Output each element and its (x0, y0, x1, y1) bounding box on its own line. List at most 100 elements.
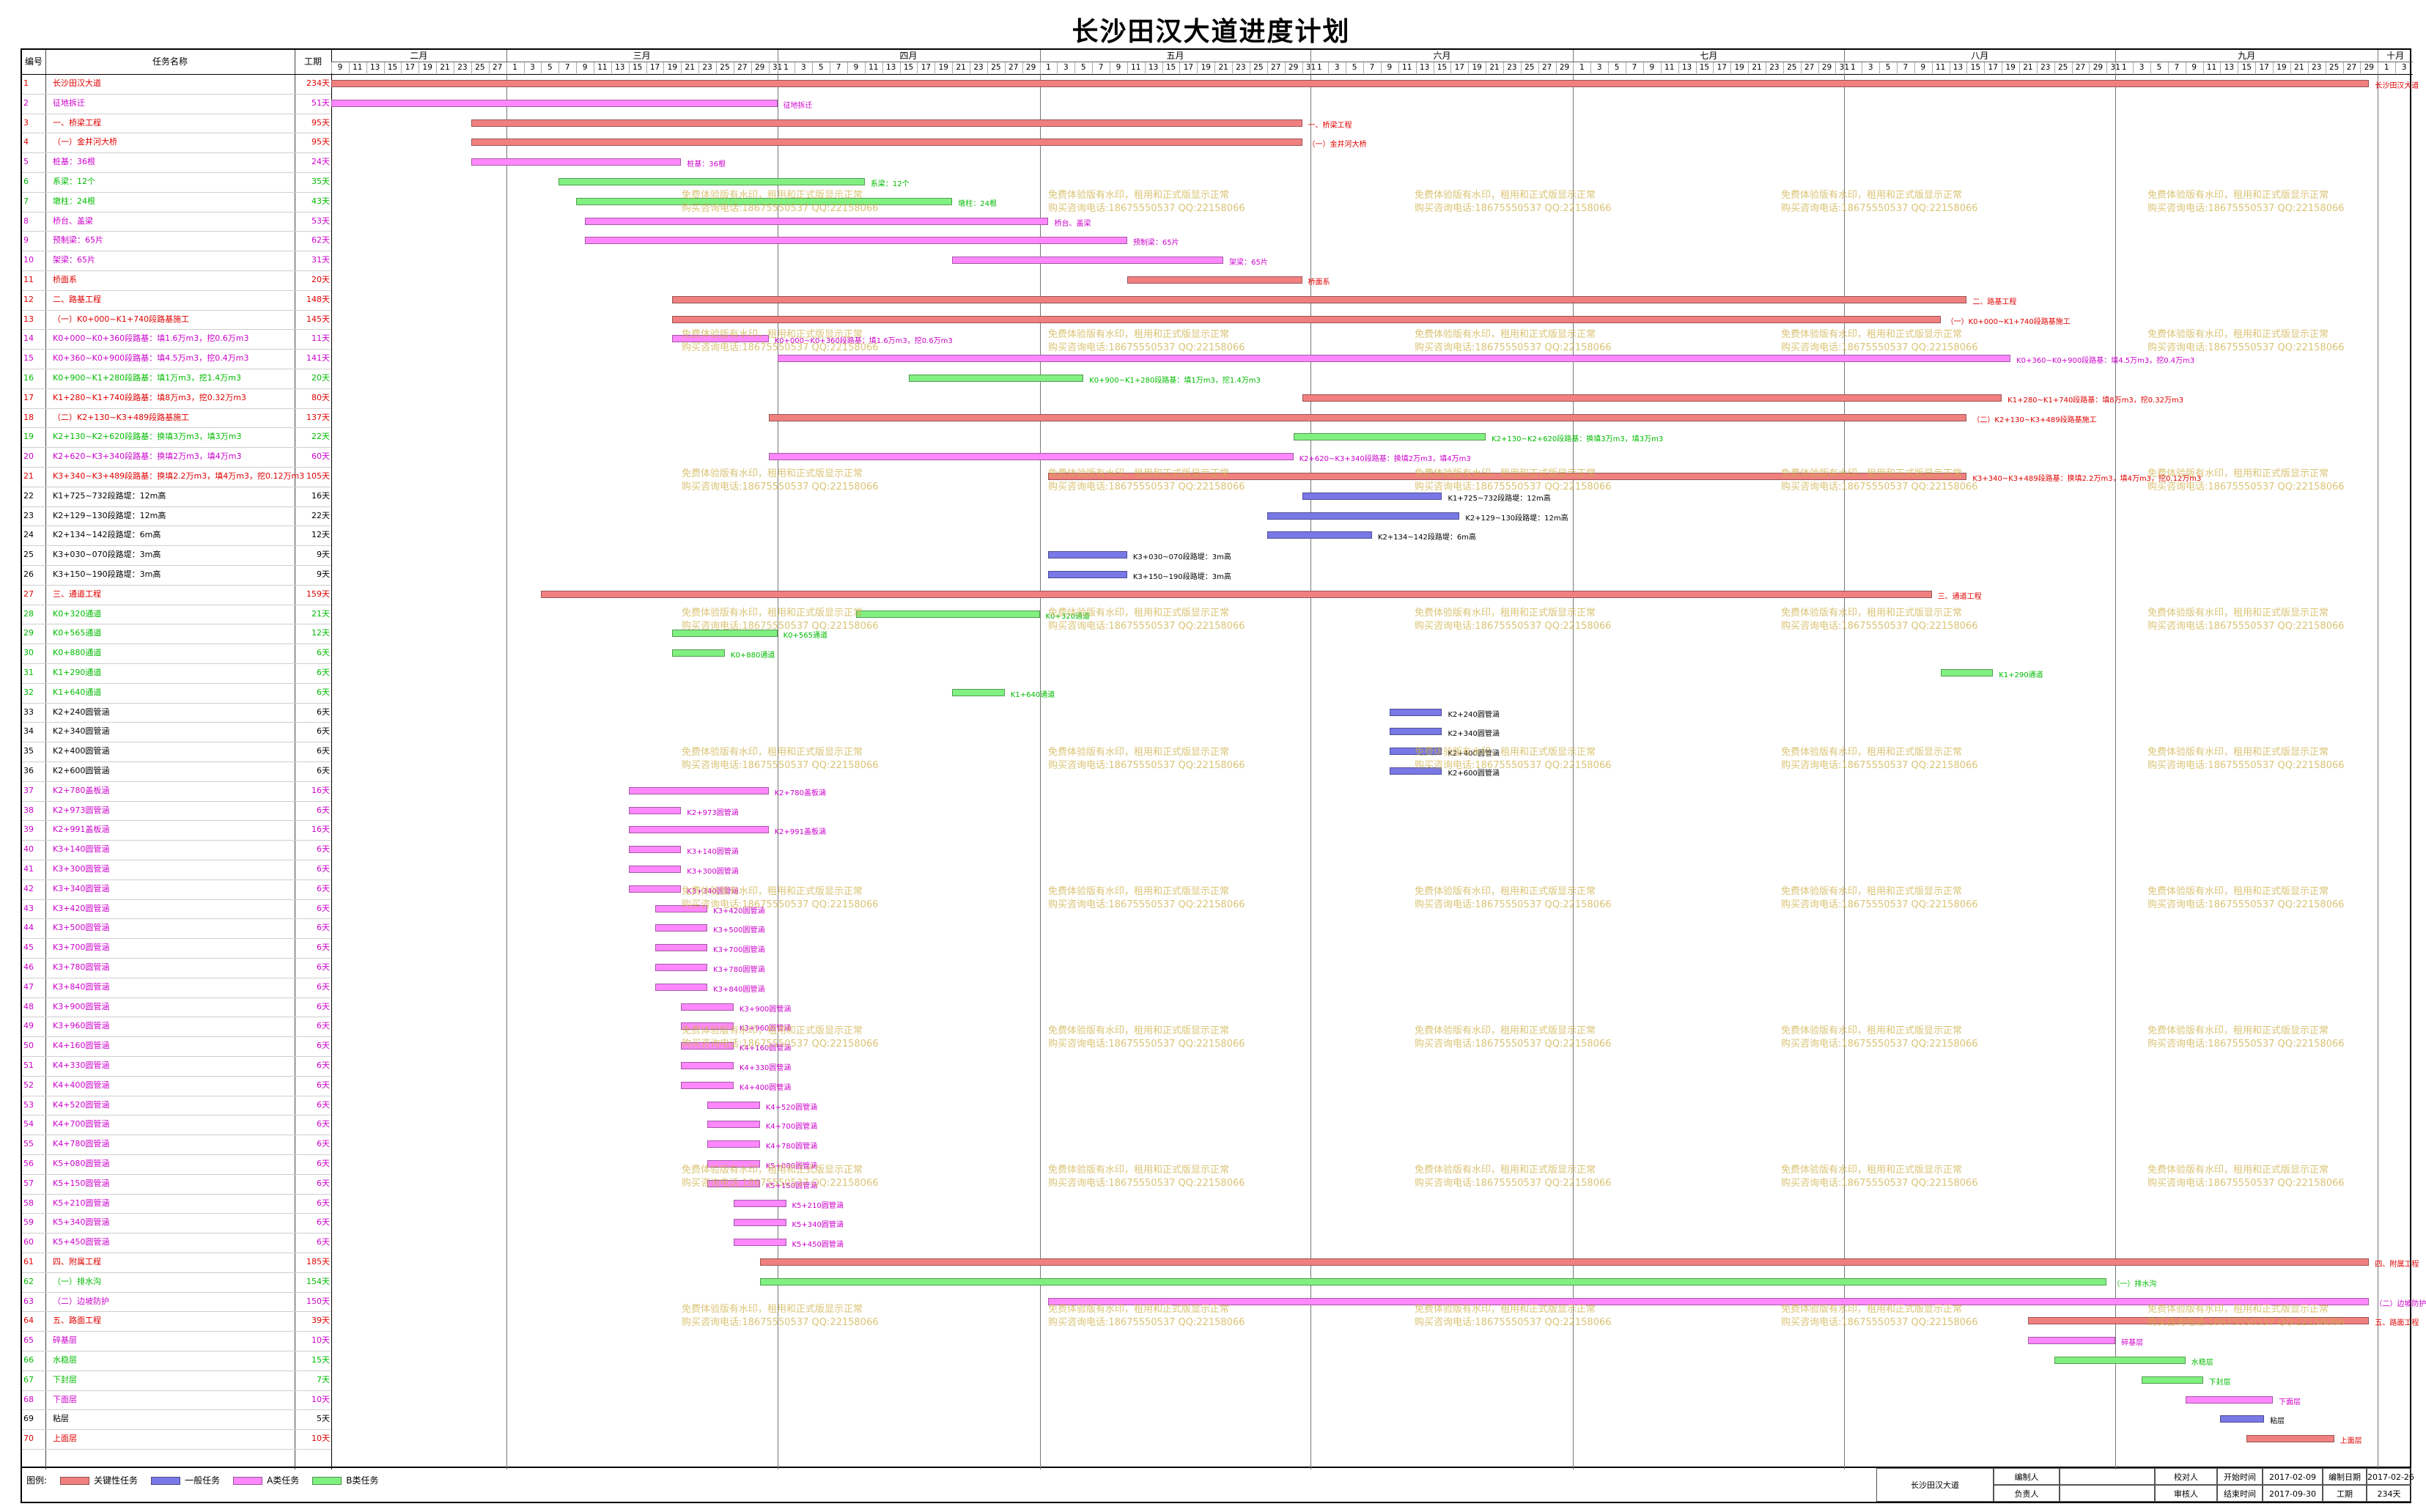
task-name[interactable]: K1+725~732段路堤：12m高 (53, 490, 166, 501)
task-bar[interactable] (768, 453, 1294, 461)
task-name[interactable]: 下面层 (53, 1394, 77, 1404)
task-bar[interactable] (471, 139, 1302, 147)
task-name[interactable]: K5+340圆管涵 (53, 1217, 110, 1228)
task-bar[interactable] (471, 158, 682, 166)
task-name[interactable]: K2+600圆管涵 (53, 766, 110, 775)
task-bar[interactable] (2246, 1435, 2334, 1443)
task-bar[interactable] (777, 355, 2011, 363)
task-name[interactable]: 架梁：65片 (53, 255, 95, 265)
task-name[interactable]: K0+900~K1+280段路基：填1万m3，挖1.4万m3 (53, 373, 241, 383)
task-name[interactable]: K2+400圆管涵 (53, 746, 110, 756)
task-bar[interactable] (1293, 433, 1486, 441)
task-name[interactable]: K2+973圆管涵 (53, 805, 110, 815)
task-name[interactable]: 系梁：12个 (53, 177, 95, 186)
task-bar[interactable] (1048, 473, 1967, 480)
task-bar[interactable] (628, 826, 769, 834)
task-name[interactable]: 二、路基工程 (53, 294, 101, 304)
task-name[interactable]: K5+150圆管涵 (53, 1178, 110, 1188)
task-bar[interactable] (855, 610, 1040, 618)
task-name[interactable]: K2+991盖板涵 (53, 825, 110, 835)
task-name[interactable]: K3+420圆管涵 (53, 903, 110, 913)
task-bar[interactable] (1267, 531, 1372, 539)
task-bar[interactable] (2220, 1415, 2265, 1423)
task-name[interactable]: 桩基：36根 (53, 157, 95, 167)
task-name[interactable]: K4+780圆管涵 (53, 1139, 110, 1149)
task-name[interactable]: K3+780圆管涵 (53, 962, 110, 972)
task-name[interactable]: K4+330圆管涵 (53, 1061, 110, 1070)
task-bar[interactable] (681, 1003, 734, 1011)
task-name[interactable]: K5+210圆管涵 (53, 1198, 110, 1208)
task-bar[interactable] (2185, 1395, 2274, 1404)
task-name[interactable]: K0+880通道 (53, 648, 102, 658)
task-name[interactable]: 下封层 (53, 1374, 77, 1384)
task-bar[interactable] (1389, 708, 1442, 716)
task-name[interactable]: 粘层 (53, 1414, 69, 1424)
task-name[interactable]: 上面层 (53, 1434, 77, 1444)
task-bar[interactable] (733, 1199, 786, 1207)
task-name[interactable]: 预制梁：65片 (53, 235, 103, 246)
task-name[interactable]: 水稳层 (53, 1355, 77, 1365)
task-name[interactable]: K3+840圆管涵 (53, 981, 110, 992)
task-bar[interactable] (541, 590, 1932, 598)
task-bar[interactable] (1048, 551, 1127, 559)
task-bar[interactable] (707, 1101, 760, 1109)
task-bar[interactable] (2027, 1337, 2116, 1345)
task-bar[interactable] (655, 944, 708, 952)
task-bar[interactable] (1267, 512, 1460, 520)
task-name[interactable]: （一）金井河大桥 (53, 137, 117, 147)
task-bar[interactable] (733, 1239, 786, 1247)
task-name[interactable]: （二）K2+130~K3+489段路基施工 (53, 412, 190, 422)
task-bar[interactable] (628, 846, 682, 854)
task-bar[interactable] (655, 983, 708, 991)
task-bar[interactable] (733, 1219, 786, 1227)
task-name[interactable]: 碎基层 (53, 1335, 77, 1346)
task-bar[interactable] (1940, 669, 1994, 676)
task-bar[interactable] (707, 1140, 760, 1148)
task-name[interactable]: K3+700圆管涵 (53, 943, 110, 953)
task-name[interactable]: K0+565通道 (53, 628, 102, 638)
task-bar[interactable] (707, 1121, 760, 1129)
task-bar[interactable] (681, 1042, 734, 1050)
task-name[interactable]: K3+300圆管涵 (53, 864, 110, 874)
task-name[interactable]: K3+340圆管涵 (53, 883, 110, 893)
task-name[interactable]: K4+700圆管涵 (53, 1119, 110, 1129)
task-bar[interactable] (471, 119, 1302, 127)
task-bar[interactable] (576, 197, 953, 205)
task-bar[interactable] (655, 964, 708, 971)
task-name[interactable]: 一、桥梁工程 (53, 117, 101, 128)
task-bar[interactable] (672, 630, 778, 638)
task-name[interactable]: （一）排水沟 (53, 1276, 101, 1286)
task-name[interactable]: K2+780盖板涵 (53, 785, 110, 795)
task-bar[interactable] (628, 806, 682, 814)
task-bar[interactable] (1127, 276, 1302, 284)
task-bar[interactable] (759, 1258, 2370, 1266)
task-name[interactable]: K3+030~070段路堤：3m高 (53, 550, 161, 560)
task-bar[interactable] (952, 257, 1224, 265)
task-name[interactable]: K4+160圆管涵 (53, 1041, 110, 1051)
task-name[interactable]: K3+150~190段路堤：3m高 (53, 569, 161, 579)
task-bar[interactable] (768, 413, 1967, 421)
task-bar[interactable] (1302, 492, 1442, 500)
task-name[interactable]: K2+240圆管涵 (53, 707, 110, 717)
task-name[interactable]: 桥面系 (53, 275, 77, 284)
task-bar[interactable] (331, 99, 778, 107)
task-bar[interactable] (1389, 748, 1442, 756)
task-name[interactable]: （二）边坡防护 (53, 1296, 109, 1306)
task-bar[interactable] (1389, 728, 1442, 736)
task-name[interactable]: 五、路面工程 (53, 1316, 101, 1326)
task-bar[interactable] (628, 786, 769, 794)
task-name[interactable]: K2+134~142段路堤：6m高 (53, 530, 161, 540)
task-name[interactable]: K3+900圆管涵 (53, 1001, 110, 1011)
task-bar[interactable] (655, 904, 708, 912)
task-name[interactable]: K0+320通道 (53, 608, 102, 619)
task-bar[interactable] (2027, 1317, 2370, 1325)
task-name[interactable]: 三、通道工程 (53, 589, 101, 599)
task-name[interactable]: 长沙田汉大道 (53, 78, 101, 88)
task-bar[interactable] (681, 1081, 734, 1089)
task-name[interactable]: K4+520圆管涵 (53, 1099, 110, 1110)
task-bar[interactable] (672, 649, 725, 657)
task-name[interactable]: K3+140圆管涵 (53, 844, 110, 855)
task-bar[interactable] (1048, 1297, 2370, 1305)
task-bar[interactable] (558, 178, 865, 185)
task-bar[interactable] (1048, 571, 1127, 578)
